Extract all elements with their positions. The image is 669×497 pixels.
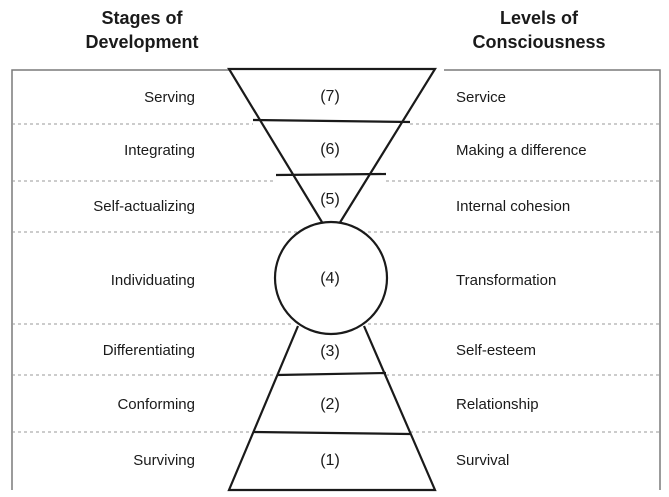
top-funnel — [227, 67, 437, 240]
level-number-6: (6) — [320, 141, 340, 158]
consciousness-label-4: Transformation — [456, 272, 557, 289]
left-panel-border — [11, 69, 229, 490]
pyramid-divider-2-1 — [252, 430, 411, 436]
top-triangle-outline — [227, 67, 437, 240]
level-number-7: (7) — [320, 88, 340, 105]
stage-label-3: Differentiating — [102, 342, 195, 359]
stage-label-2: Conforming — [117, 396, 195, 413]
level-number-4: (4) — [320, 270, 340, 287]
stage-label-1: Surviving — [133, 452, 195, 469]
right-panel-border — [444, 69, 661, 490]
funnel-divider-6-5 — [275, 172, 387, 177]
stage-label-7: Serving — [144, 89, 195, 106]
funnel-divider-7-6 — [252, 118, 411, 124]
stages-header-line2: Development — [85, 32, 199, 52]
consciousness-label-5: Internal cohesion — [456, 198, 571, 215]
pyramid-divider-3-2 — [276, 371, 387, 377]
stage-label-5: Self-actualizing — [93, 198, 195, 215]
stages-header-line1: Stages of — [101, 8, 183, 28]
consciousness-label-6: Making a difference — [456, 142, 587, 159]
bottom-triangle-outline — [227, 325, 437, 492]
bottom-pyramid — [227, 325, 437, 492]
consciousness-label-1: Survival — [456, 452, 510, 469]
level-number-5: (5) — [320, 191, 340, 208]
stage-label-4: Individuating — [110, 272, 195, 289]
consciousness-header: Levels of Consciousness — [439, 6, 639, 54]
level-number-2: (2) — [320, 396, 340, 413]
stages-header: Stages of Development — [42, 6, 242, 54]
level-number-1: (1) — [320, 452, 340, 469]
stage-label-6: Integrating — [124, 142, 195, 159]
consciousness-label-7: Service — [456, 89, 507, 106]
consciousness-header-line2: Consciousness — [472, 32, 606, 52]
level-number-3: (3) — [320, 343, 340, 360]
center-circle — [273, 220, 389, 336]
row-dividers — [12, 123, 660, 433]
consciousness-label-2: Relationship — [456, 396, 539, 413]
consciousness-header-line1: Levels of — [499, 8, 579, 28]
consciousness-label-3: Self-esteem — [456, 342, 537, 359]
